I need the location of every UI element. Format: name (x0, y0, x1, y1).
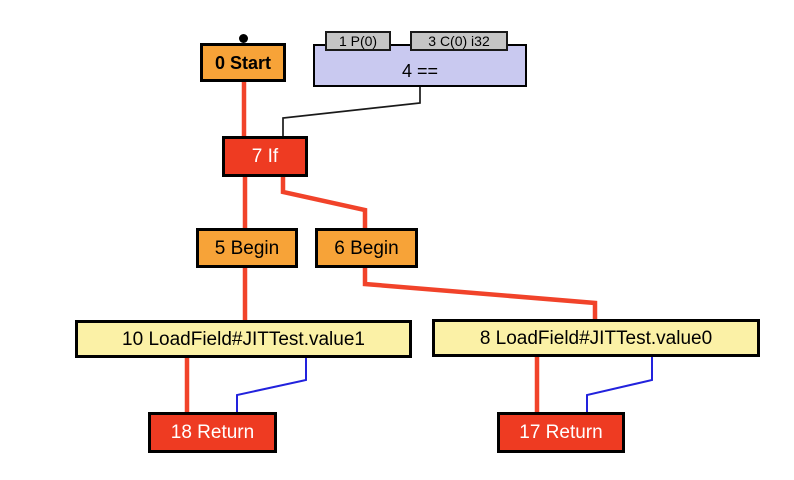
node-if[interactable]: 7 If (222, 136, 308, 177)
edge-begin6-to-load8 (362, 266, 598, 321)
node-parameter[interactable]: 1 P(0) (325, 31, 391, 51)
node-return-17[interactable]: 17 Return (497, 412, 625, 453)
node-begin-6[interactable]: 6 Begin (315, 228, 418, 268)
edge-load10-data-to-return18 (236, 356, 307, 414)
node-constant[interactable]: 3 C(0) i32 (410, 31, 508, 51)
node-loadfield-value0[interactable]: 8 LoadField#JITTest.value0 (432, 319, 760, 357)
edge-if-to-begin6 (280, 175, 368, 230)
node-return-18[interactable]: 18 Return (148, 412, 277, 453)
node-start[interactable]: 0 Start (200, 43, 286, 82)
node-begin-5[interactable]: 5 Begin (196, 228, 298, 268)
node-loadfield-value1[interactable]: 10 LoadField#JITTest.value1 (75, 320, 412, 358)
start-marker-dot (239, 34, 248, 43)
edge-load8-data-to-return17 (586, 356, 653, 414)
edge-eq-to-if (282, 86, 421, 138)
